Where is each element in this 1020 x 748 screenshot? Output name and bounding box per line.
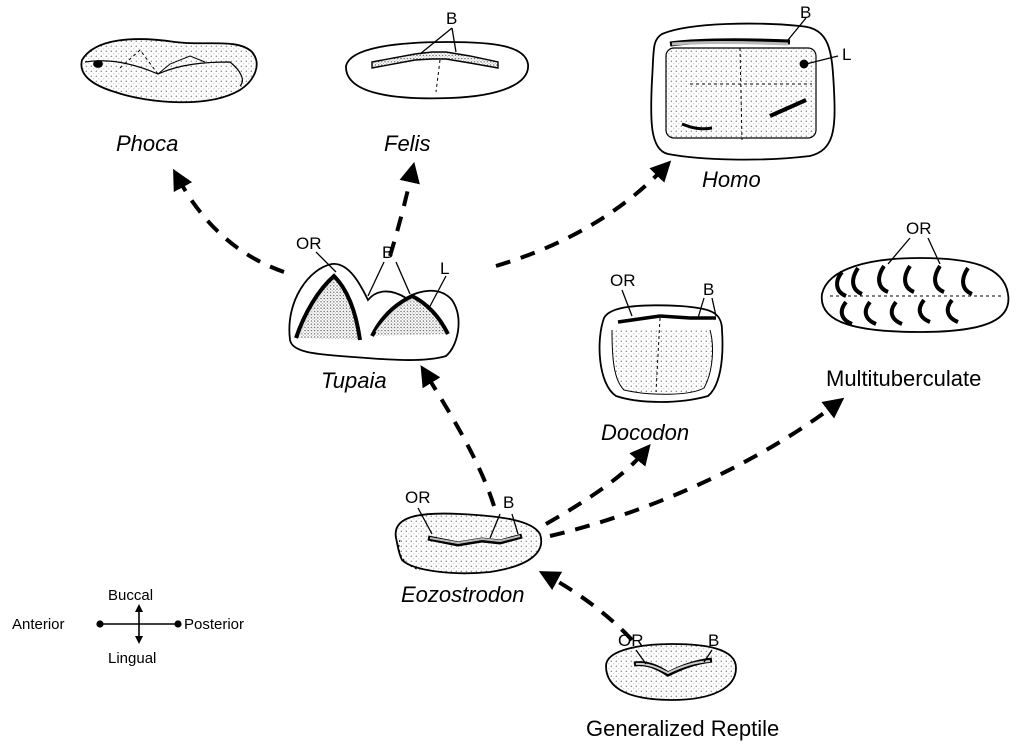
homo-label-b: B [800, 4, 811, 21]
arrow-tupaia-to-phoca [178, 178, 284, 272]
taxon-label-generalized-reptile: Generalized Reptile [586, 718, 779, 740]
eozostrodon-label-or: OR [405, 489, 431, 506]
felis-tooth [346, 28, 528, 98]
compass-label-lingual: Lingual [108, 651, 156, 666]
compass-label-posterior: Posterior [184, 617, 244, 632]
docodon-label-b: B [703, 281, 714, 298]
orientation-compass [97, 604, 181, 644]
taxon-label-eozostrodon: Eozostrodon [401, 584, 525, 606]
compass-label-buccal: Buccal [108, 588, 153, 603]
arrow-eozostrodon-to-multituberculate [550, 404, 836, 536]
taxon-label-felis: Felis [384, 133, 430, 155]
homo-label-l: L [842, 46, 851, 63]
docodon-label-or: OR [610, 272, 636, 289]
multituberculate-label-or: OR [906, 220, 932, 237]
taxon-label-docodon: Docodon [601, 422, 689, 444]
arrow-eozostrodon-to-tupaia [426, 374, 494, 506]
taxon-label-tupaia: Tupaia [321, 370, 387, 392]
tupaia-label-or: OR [296, 235, 322, 252]
tupaia-tooth [289, 252, 458, 360]
compass-label-anterior: Anterior [12, 617, 65, 632]
tupaia-label-l: L [440, 260, 449, 277]
reptile-label-or: OR [618, 632, 644, 649]
eozostrodon-tooth [396, 508, 542, 573]
arrow-tupaia-to-homo [496, 168, 664, 266]
taxon-label-homo: Homo [702, 169, 761, 191]
homo-tooth [651, 18, 838, 160]
felis-label-b: B [446, 10, 457, 27]
taxon-label-phoca: Phoca [116, 133, 178, 155]
reptile-label-b: B [708, 632, 719, 649]
eozostrodon-label-b: B [503, 494, 514, 511]
docodon-tooth [600, 290, 723, 402]
taxon-label-multituberculate: Multituberculate [826, 368, 981, 390]
multituberculate-tooth [822, 238, 1009, 332]
phoca-tooth [81, 39, 256, 102]
generalized-reptile-tooth [606, 644, 736, 700]
tupaia-label-b: B [382, 244, 393, 261]
